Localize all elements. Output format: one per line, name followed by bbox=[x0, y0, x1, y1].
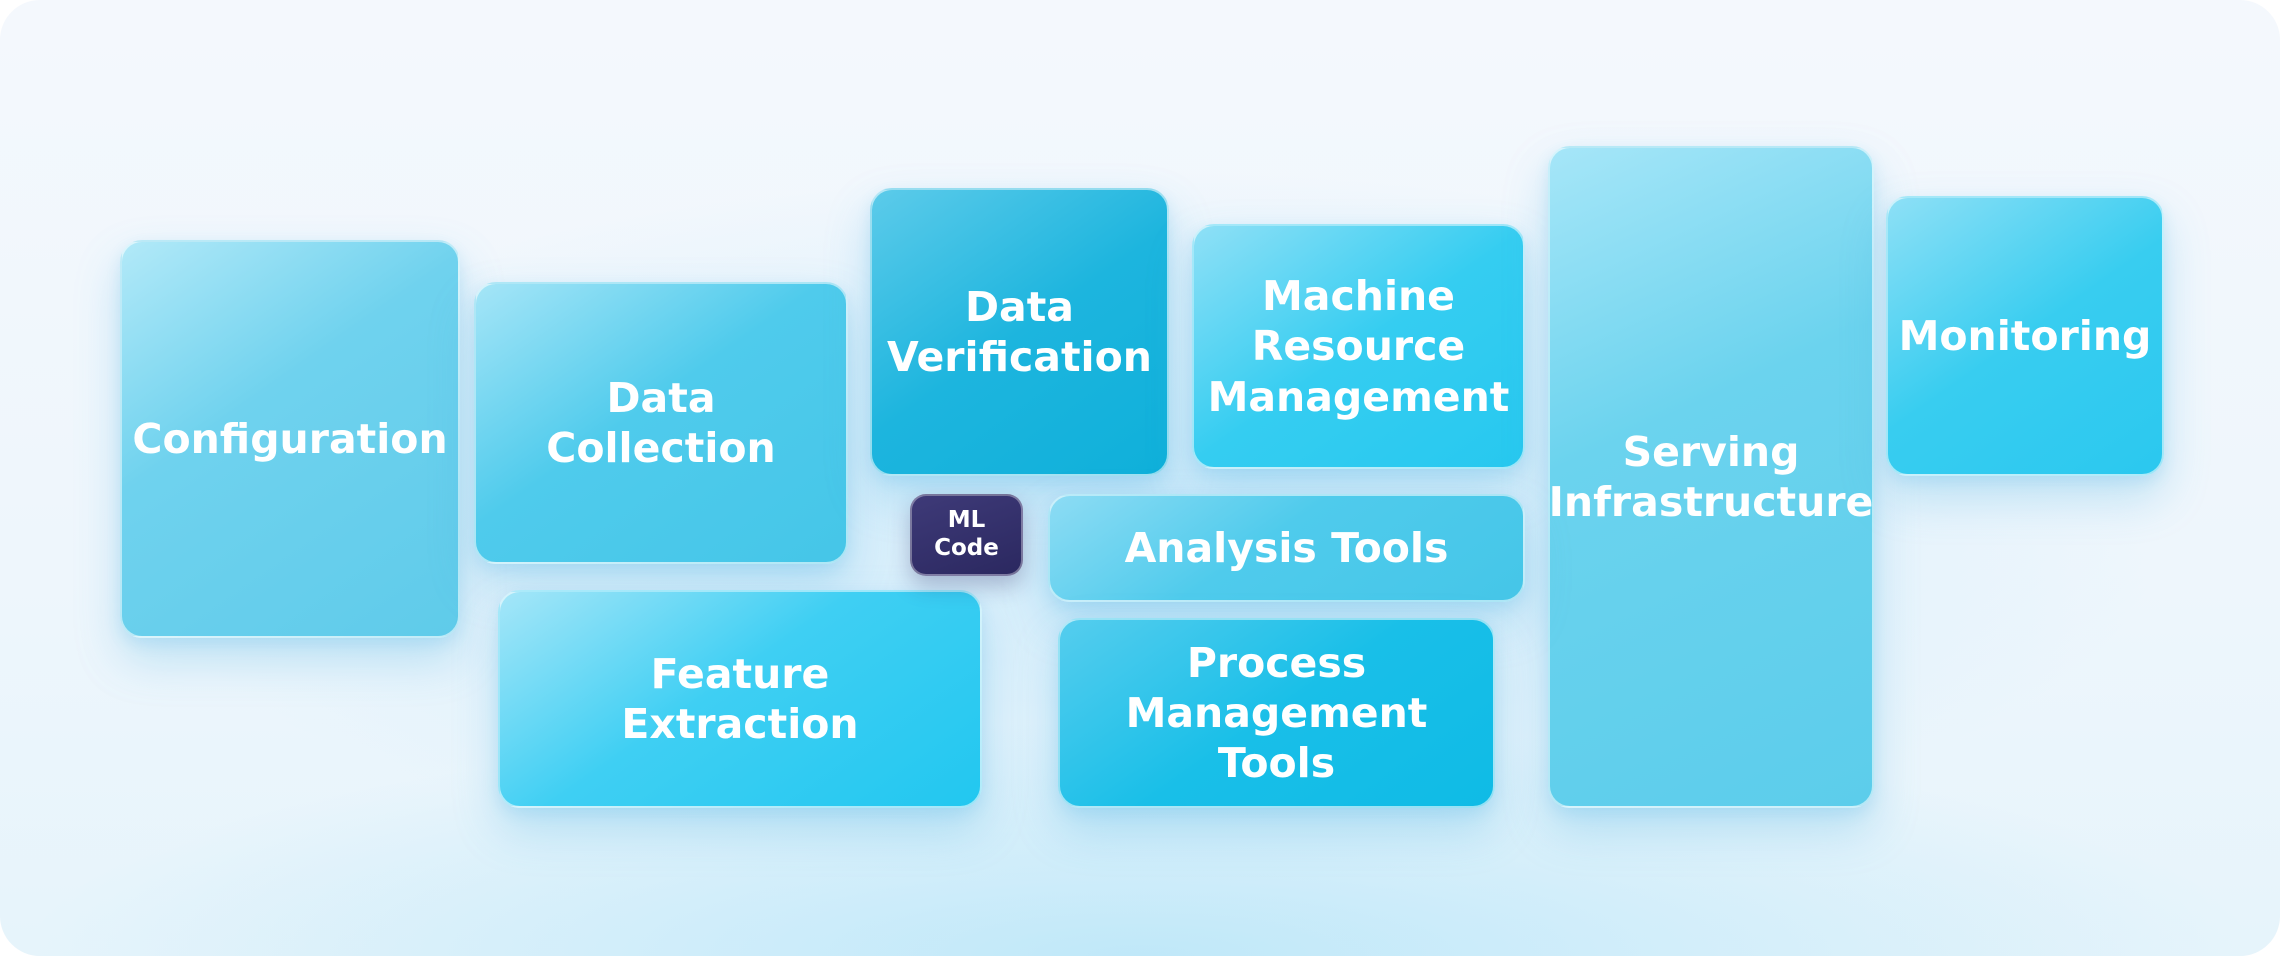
machine-resource-management-block: Machine Resource Management bbox=[1192, 224, 1525, 469]
data-collection-block: Data Collection bbox=[474, 282, 848, 564]
monitoring-label: Monitoring bbox=[1898, 311, 2152, 360]
monitoring-block: Monitoring bbox=[1886, 196, 2164, 476]
process-management-tools-block: Process Management Tools bbox=[1058, 618, 1495, 808]
data-collection-label: Data Collection bbox=[546, 373, 776, 472]
process-management-tools-label: Process Management Tools bbox=[1125, 638, 1428, 787]
serving-infrastructure-label: Serving Infrastructure bbox=[1548, 427, 1874, 526]
serving-infrastructure-block: Serving Infrastructure bbox=[1548, 146, 1874, 808]
analysis-tools-label: Analysis Tools bbox=[1124, 523, 1449, 572]
ml-code-chip: ML Code bbox=[910, 494, 1023, 576]
feature-extraction-label: Feature Extraction bbox=[621, 649, 859, 748]
machine-resource-management-label: Machine Resource Management bbox=[1207, 272, 1510, 421]
data-verification-label: Data Verification bbox=[887, 282, 1152, 381]
analysis-tools-block: Analysis Tools bbox=[1048, 494, 1525, 602]
configuration-label: Configuration bbox=[132, 414, 448, 463]
ml-code-label: ML Code bbox=[934, 507, 999, 561]
data-verification-block: Data Verification bbox=[870, 188, 1169, 476]
configuration-block: Configuration bbox=[120, 240, 460, 638]
feature-extraction-block: Feature Extraction bbox=[498, 590, 982, 808]
